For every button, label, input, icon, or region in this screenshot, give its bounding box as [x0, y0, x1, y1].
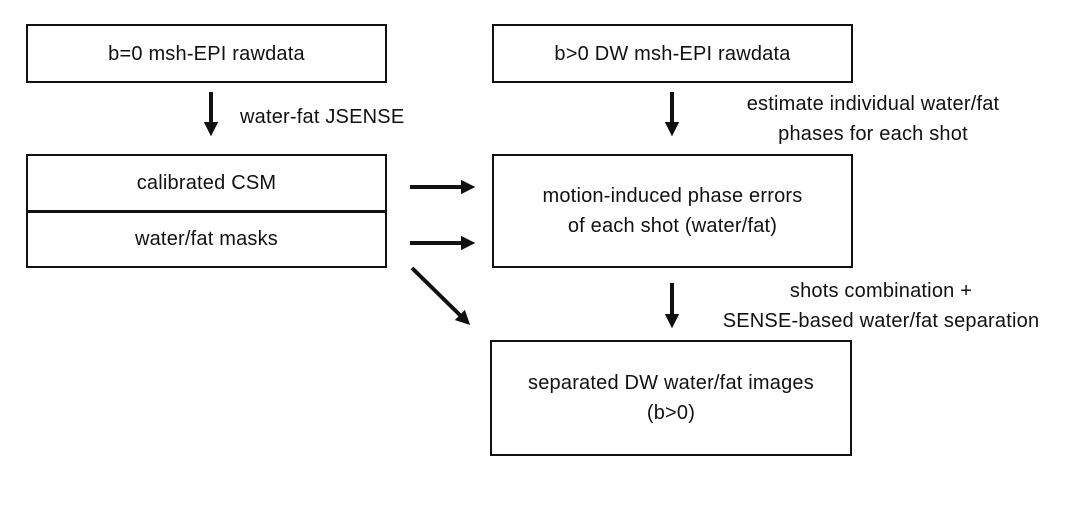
- dw-rawdata-box: b>0 DW msh-EPI rawdata: [492, 24, 853, 83]
- estimate-phases-label: estimate individual water/fat phases for…: [746, 93, 1000, 145]
- water-fat-masks-box: water/fat masks: [134, 228, 279, 250]
- b0-rawdata-box: b=0 msh-EPI rawdata: [26, 24, 387, 83]
- calibrated-csm-box: calibrated CSM: [28, 156, 385, 213]
- water-fat-jsense-label: water-fat JSENSE: [240, 106, 405, 128]
- shots-combination-label: shots combination + SENSE-based water/fa…: [722, 280, 1040, 332]
- csm-masks-stacked-box: calibrated CSM water/fat masks: [26, 154, 387, 268]
- phase-errors-box: motion-induced phase errors of each shot…: [492, 154, 853, 268]
- separated-images-box: separated DW water/fat images (b>0): [490, 340, 852, 456]
- arrow-masks-to-separated-images-diagonal: [410, 266, 471, 326]
